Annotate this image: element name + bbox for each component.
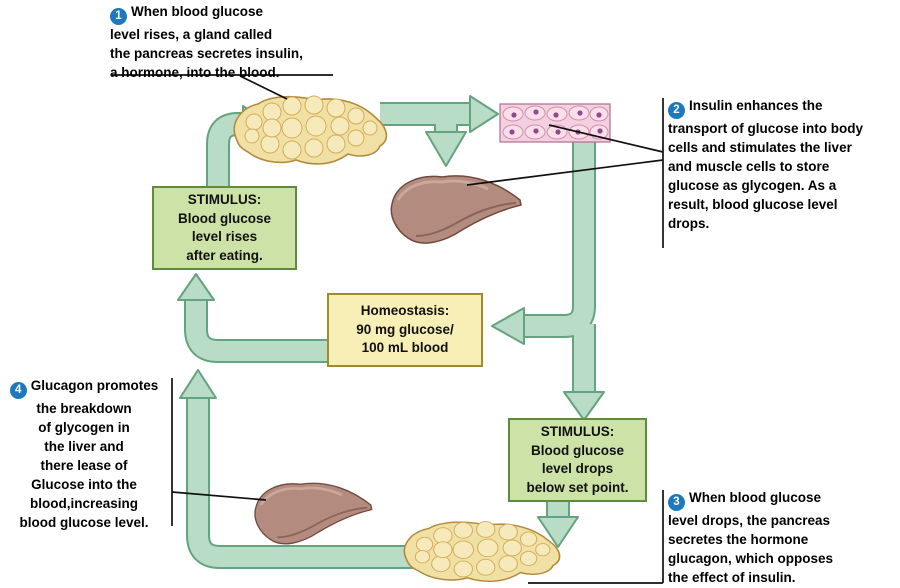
text-line: drops. xyxy=(668,216,710,231)
text-line: transport of glucose into body xyxy=(668,121,863,136)
text-line: level drops, the pancreas xyxy=(668,513,831,528)
step3-number-badge: 3 xyxy=(668,494,685,511)
arrow-to-pancreas-bottom xyxy=(537,516,579,548)
text-line: 90 mg glucose/ xyxy=(356,321,454,337)
text-line: Insulin enhances the xyxy=(689,98,823,113)
text-line: result, blood glucose level xyxy=(668,197,838,212)
step2-pointer-cells xyxy=(548,124,664,153)
feedback-arrow-fills xyxy=(186,104,594,567)
text-line: and muscle cells to store xyxy=(668,159,830,174)
text-line: Blood glucose xyxy=(177,210,271,226)
step4-number-badge: 4 xyxy=(9,382,27,399)
arrow-to-stimulus-drop xyxy=(563,391,605,421)
step4-pointer-liver xyxy=(171,491,267,501)
homeostasis-box: Homeostasis: 90 mg glucose/ 100 mL blood xyxy=(327,293,483,367)
text-line: Glucagon promotes xyxy=(30,378,159,393)
text-line: secretes the hormone xyxy=(668,532,809,547)
stimulus-drop-box: STIMULUS: Blood glucose level drops belo… xyxy=(508,418,647,502)
text-line: 2 Insulin enhances the xyxy=(668,96,898,119)
step2-pointer-liver xyxy=(466,159,664,186)
liver-illustration-top xyxy=(389,174,523,245)
text-line: cells and stimulates the liver xyxy=(668,140,852,155)
step1-number-badge: 1 xyxy=(110,8,127,25)
arrow-to-liver-top xyxy=(425,131,467,167)
liver-illustration-bottom xyxy=(253,481,374,546)
text-line: STIMULUS: xyxy=(540,424,615,439)
arrow-to-homeostasis xyxy=(491,307,525,345)
text-line: below set point. xyxy=(526,479,629,495)
text-line: Homeostasis: xyxy=(360,303,450,319)
text-line: there lease of xyxy=(40,458,128,473)
step2-number-badge: 2 xyxy=(668,102,685,119)
leader-lines xyxy=(112,74,664,584)
step1-pointer xyxy=(239,75,288,100)
text-line: level rises, a gland called xyxy=(110,27,273,42)
text-line: 3 When blood glucose xyxy=(668,488,898,511)
text-line: glucose as glycogen. As a xyxy=(668,178,837,193)
text-line: Glucose into the xyxy=(31,477,137,492)
text-line: level drops xyxy=(541,461,614,476)
arrow-to-stimulus-rise xyxy=(177,273,215,301)
text-line: blood,increasing xyxy=(29,496,138,511)
pancreas-illustration-top xyxy=(233,95,388,165)
text-line: When blood glucose xyxy=(689,490,821,505)
text-line: after eating. xyxy=(186,247,263,263)
step2-annotation: 2 Insulin enhances the transport of gluco… xyxy=(668,96,898,233)
text-line: When blood glucose xyxy=(131,4,263,19)
text-line: glucagon, which opposes xyxy=(668,551,834,566)
text-line: the liver and xyxy=(44,439,124,454)
text-line: a hormone, into the blood. xyxy=(110,65,280,80)
step1-annotation: 1 When blood glucose level rises, a gland… xyxy=(110,2,358,82)
text-line: the effect of insulin. xyxy=(668,570,796,585)
text-line: the breakdown xyxy=(36,401,132,416)
text-line: blood glucose level. xyxy=(19,515,149,530)
text-line: the pancreas secretes insulin, xyxy=(110,46,303,61)
step3-annotation: 3 When blood glucose level drops, the pan… xyxy=(668,488,898,587)
text-line: STIMULUS: xyxy=(187,192,262,207)
arrow-to-body-cells xyxy=(469,95,499,133)
text-line: 100 mL blood xyxy=(361,340,449,356)
stimulus-rise-box: STIMULUS: Blood glucose level rises afte… xyxy=(152,186,297,270)
text-line: of glycogen in xyxy=(38,420,130,435)
pancreas-illustration-bottom xyxy=(403,520,561,583)
arrow-up-left-return xyxy=(179,369,217,399)
text-line: Blood glucose xyxy=(530,442,624,458)
text-line: 1 When blood glucose xyxy=(110,2,358,25)
text-line: level rises xyxy=(191,229,258,244)
